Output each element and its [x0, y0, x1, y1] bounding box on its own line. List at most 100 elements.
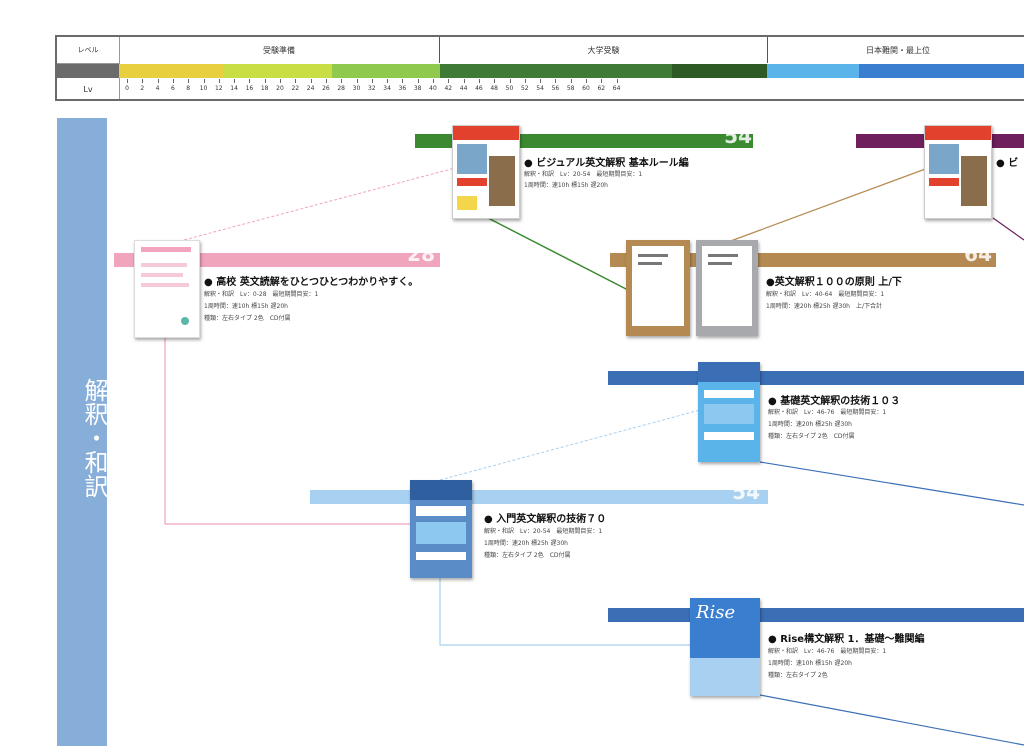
level-tick — [157, 79, 159, 83]
level-tick — [402, 79, 404, 83]
book-meta1-nyumon70: 解釈・和訳 Lv：20-54 最短期間目安：1 — [484, 528, 603, 535]
band-green — [440, 64, 672, 78]
level-bar-rise1 — [608, 608, 1024, 622]
book-cover-visual[interactable] — [452, 125, 520, 219]
level-tick — [356, 79, 358, 83]
band-lime — [224, 64, 332, 78]
level-tick — [463, 79, 465, 83]
book-title-nyumon70[interactable]: ● 入門英文解釈の技術７０ — [484, 514, 607, 525]
level-tick-label: 6 — [170, 85, 175, 92]
level-tick-label: 12 — [214, 85, 223, 92]
level-tick-label: 34 — [383, 85, 391, 92]
book-title-topright[interactable]: ● ビ — [996, 158, 1019, 169]
level-row-label: レベル — [57, 37, 119, 64]
book-cover-eibun100-up[interactable] — [626, 240, 690, 336]
band-yellow — [119, 64, 224, 78]
level-tick-label: 14 — [230, 85, 238, 92]
connector-visual-100 — [487, 217, 629, 291]
level-tick-label: 44 — [459, 85, 468, 92]
bar-number-nyumon70: 54 — [732, 480, 760, 504]
level-group-top: 日本難関・最上位 — [866, 45, 930, 55]
level-tick-label: 60 — [582, 85, 590, 92]
level-tick — [280, 79, 281, 83]
book-title-kiso103[interactable]: ● 基礎英文解釈の技術１０３ — [768, 396, 901, 407]
rise-cover-text: Rise — [696, 602, 736, 623]
level-tick — [172, 79, 174, 83]
connector-kiso-out — [759, 461, 1024, 506]
bar-number-visual: 54 — [724, 124, 752, 148]
level-tick — [295, 79, 297, 83]
level-tick — [234, 79, 236, 83]
connector-koukou-visual — [164, 167, 456, 246]
level-tick-label: 64 — [612, 85, 621, 92]
book-cover-kiso103[interactable] — [698, 362, 760, 462]
level-tick-label: 30 — [352, 85, 361, 92]
bar-number-koukou: 28 — [407, 242, 435, 266]
level-tick — [478, 79, 480, 83]
bar-number-eibun100: 64 — [964, 242, 992, 266]
book-cover-nyumon70[interactable] — [410, 480, 472, 578]
connector-100-topright — [727, 167, 929, 243]
connector-topright-out — [992, 217, 1024, 241]
level-tick-label: 26 — [322, 85, 330, 92]
level-tick — [586, 79, 587, 83]
level-tick-label: 46 — [475, 85, 483, 92]
level-tick-label: 4 — [155, 85, 160, 92]
level-tick — [448, 79, 450, 83]
book-title-visual[interactable]: ● ビジュアル英文解釈 基本ルール編 — [524, 158, 689, 169]
level-tick-label: 10 — [199, 85, 208, 92]
level-tick — [341, 79, 343, 83]
level-tick-label: 0 — [125, 85, 129, 92]
connector-nyumon-kiso — [439, 409, 701, 481]
level-tick — [524, 79, 526, 83]
book-cover-topright[interactable] — [924, 125, 992, 219]
level-tick — [616, 79, 618, 83]
connector-koukou-nyumon — [164, 338, 410, 525]
book-cover-koukou[interactable] — [134, 240, 200, 338]
level-tick-label: 36 — [398, 85, 407, 92]
level-tick-label: 2 — [140, 85, 145, 92]
book-meta1-kiso103: 解釈・和訳 Lv：46-76 最短期間目安：1 — [768, 409, 887, 416]
level-tick — [264, 79, 266, 83]
book-title-eibun100[interactable]: ●英文解釈１００の原則 上/下 — [766, 277, 902, 288]
book-meta2-eibun100: 1周時間：速20h 標25h 遅30h 上/下合計 — [766, 303, 882, 310]
level-tick-label: 48 — [490, 85, 499, 92]
level-tick-label: 38 — [413, 85, 422, 92]
category-label: 解釈・和訳 — [80, 378, 108, 498]
level-tick — [188, 79, 190, 83]
book-cover-eibun100-down[interactable] — [696, 240, 758, 336]
book-meta2-kiso103: 1周時間：速20h 標25h 遅30h — [768, 421, 852, 428]
level-tick — [218, 79, 220, 83]
level-tick-label: 56 — [551, 85, 560, 92]
level-tick-label: 16 — [245, 85, 254, 92]
book-meta3-kiso103: 種類：左右タイプ 2色 CD付属 — [768, 433, 855, 440]
book-meta3-koukou: 種類：左右タイプ 2色 CD付属 — [204, 315, 291, 322]
book-meta1-rise1: 解釈・和訳 Lv：46-76 最短期間目安：1 — [768, 648, 887, 655]
connector-rise-out — [759, 694, 1024, 746]
book-meta1-eibun100: 解釈・和訳 Lv：40-64 最短期間目安：1 — [766, 291, 885, 298]
level-tick — [325, 79, 327, 83]
level-tick-label: 62 — [597, 85, 606, 92]
book-title-rise1[interactable]: ● Rise構文解釈 1．基礎～難関編 — [768, 634, 925, 645]
book-cover-rise1[interactable]: Rise — [690, 598, 760, 696]
book-meta1-koukou: 解釈・和訳 Lv：0-28 最短期間目安：1 — [204, 291, 319, 298]
book-meta2-koukou: 1周時間：速10h 標15h 遅20h — [204, 303, 288, 310]
band-darkgreen — [672, 64, 767, 78]
book-meta2-rise1: 1周時間：速10h 標15h 遅20h — [768, 660, 852, 667]
level-tick-label: 24 — [306, 85, 315, 92]
book-title-koukou[interactable]: ● 高校 英文読解をひとつひとつわかりやすく。 — [204, 277, 419, 288]
book-meta3-rise1: 種類：左右タイプ 2色 — [768, 672, 828, 679]
level-tick — [142, 79, 144, 83]
level-tick-label: 42 — [444, 85, 453, 92]
level-tick — [540, 79, 542, 83]
level-tick-label: 52 — [520, 85, 529, 92]
level-tick — [494, 79, 496, 83]
level-color-row-label — [57, 64, 119, 78]
level-bar-kiso103 — [608, 371, 1024, 385]
level-tick — [387, 79, 389, 83]
level-tick — [417, 79, 419, 83]
level-tick — [310, 79, 312, 83]
level-tick-label: 50 — [505, 85, 514, 92]
